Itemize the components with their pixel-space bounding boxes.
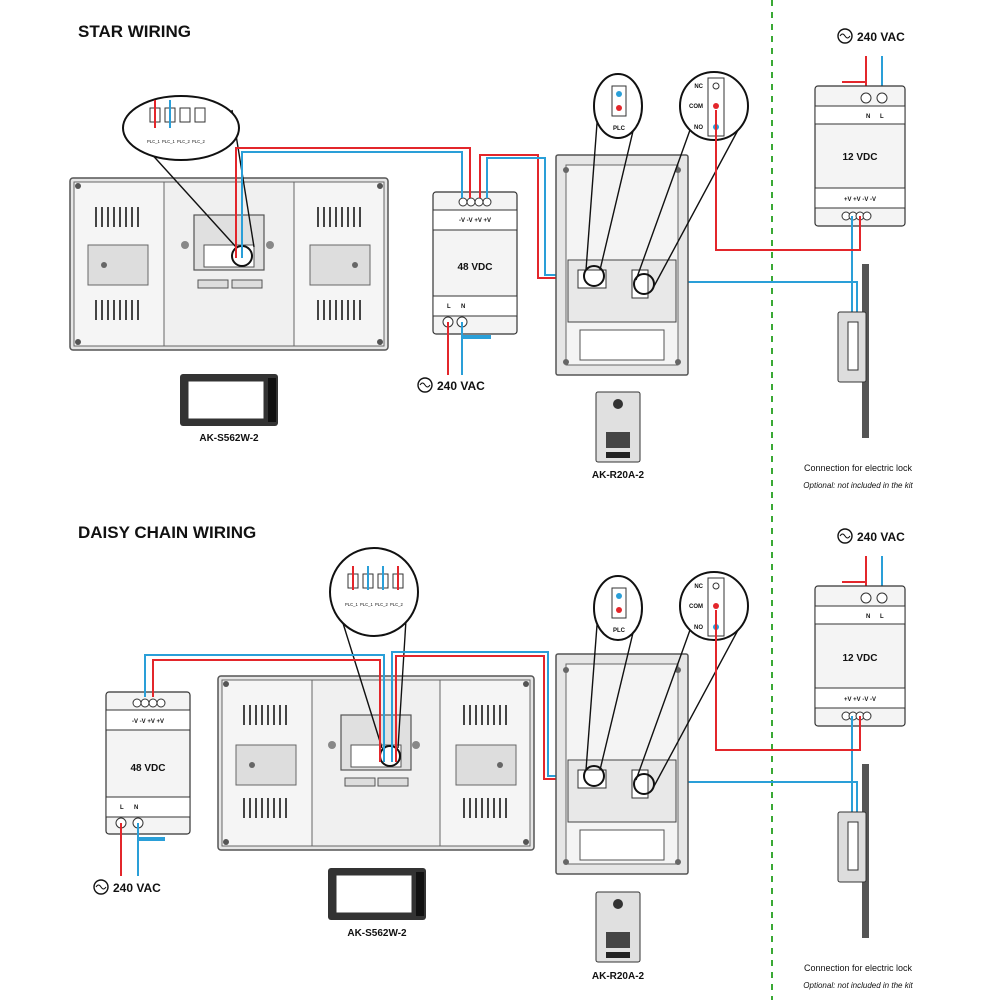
relay-nc-label: NC <box>694 584 703 590</box>
star-wiring-section: STAR WIRING <box>69 22 913 490</box>
plc-terminal-label: PLC_2 <box>390 602 403 607</box>
monitor-front: AK-S562W-2 <box>180 374 278 444</box>
psu12-l-label: L <box>880 614 884 620</box>
relay-com-label: COM <box>689 104 703 110</box>
psu48-voltage-label: 48 VDC <box>130 763 165 774</box>
relay-no-label: NO <box>694 125 703 131</box>
plc-terminal-label: PLC_1 <box>147 139 160 144</box>
psu12-voltage-label: 12 VDC <box>842 653 877 664</box>
psu12-voltage-label: 12 VDC <box>842 152 877 163</box>
door-station-back <box>555 154 689 376</box>
psu-12vdc: 240 VAC N L 12 VDC +V +V -V -V <box>715 28 906 312</box>
mains-label: 240 VAC <box>113 881 161 895</box>
monitor-terminal-zoom: PLC_1 PLC_1 PLC_2 PLC_2 <box>329 547 419 767</box>
plc-terminal-label: PLC_2 <box>375 602 388 607</box>
monitor-model-label: AK-S562W-2 <box>347 928 407 939</box>
door-station-back <box>555 653 689 875</box>
psu48-l-label: L <box>120 805 124 811</box>
section-title-star: STAR WIRING <box>78 22 191 41</box>
psu12-n-label: N <box>866 114 870 120</box>
plc-zoom: PLC <box>583 73 643 287</box>
psu48-top-terminal-labels: -V -V +V +V <box>459 218 491 224</box>
door-station-model-label: AK-R20A-2 <box>592 971 645 982</box>
psu48-top-terminal-labels: -V -V +V +V <box>132 719 164 725</box>
monitor-back-plate <box>69 177 389 351</box>
daisy-chain-wiring-section: DAISY CHAIN WIRING -V -V +V +V 48 VDC L … <box>78 523 913 990</box>
plc-terminal-label: PLC_2 <box>192 139 205 144</box>
psu12-bottom-terminal-labels: +V +V -V -V <box>844 197 876 203</box>
mains-label: 240 VAC <box>857 530 905 544</box>
mains-input-48: 240 VAC <box>417 322 491 393</box>
plc-terminal-label: PLC_1 <box>345 602 358 607</box>
door-station-front: AK-R20A-2 <box>592 891 645 982</box>
door-station-model-label: AK-R20A-2 <box>592 470 645 481</box>
psu48-n-label: N <box>134 805 138 811</box>
relay-nc-label: NC <box>694 84 703 90</box>
mains-label: 240 VAC <box>437 379 485 393</box>
electric-lock: Connection for electric lock Optional: n… <box>803 264 913 490</box>
lock-caption: Connection for electric lock <box>804 463 913 473</box>
psu-12vdc: 240 VAC N L 12 VDC +V +V -V -V <box>715 528 906 812</box>
plc-terminal-label: PLC_1 <box>162 139 175 144</box>
door-station-front: AK-R20A-2 <box>592 391 645 481</box>
electric-lock: Connection for electric lock Optional: n… <box>803 764 913 990</box>
psu-48vdc: -V -V +V +V 48 VDC L N <box>105 691 191 835</box>
plc-zoom: PLC <box>583 575 643 787</box>
psu-48vdc: -V -V +V +V 48 VDC L N <box>432 191 518 335</box>
monitor-terminal-zoom: PLC_1 PLC_1 PLC_2 PLC_2 <box>122 95 255 267</box>
relay-com-label: COM <box>689 604 703 610</box>
psu12-bottom-terminal-labels: +V +V -V -V <box>844 697 876 703</box>
psu48-voltage-label: 48 VDC <box>457 262 492 273</box>
psu12-l-label: L <box>880 114 884 120</box>
lock-note: Optional: not included in the kit <box>803 481 913 490</box>
psu48-n-label: N <box>461 304 465 310</box>
relay-no-label: NO <box>694 625 703 631</box>
plc-label: PLC <box>613 126 626 132</box>
plc-label: PLC <box>613 628 626 634</box>
psu48-l-label: L <box>447 304 451 310</box>
lock-caption: Connection for electric lock <box>804 963 913 973</box>
relay-zoom: NC COM NO <box>633 571 749 795</box>
mains-input-48: 240 VAC <box>93 823 165 895</box>
lock-note: Optional: not included in the kit <box>803 981 913 990</box>
monitor-back-plate <box>217 675 535 851</box>
monitor-front: AK-S562W-2 <box>328 868 426 939</box>
plc-terminal-label: PLC_1 <box>360 602 373 607</box>
section-title-daisy: DAISY CHAIN WIRING <box>78 523 256 542</box>
mains-label: 240 VAC <box>857 30 905 44</box>
plc-terminal-label: PLC_2 <box>177 139 190 144</box>
monitor-model-label: AK-S562W-2 <box>199 433 259 444</box>
psu12-n-label: N <box>866 614 870 620</box>
